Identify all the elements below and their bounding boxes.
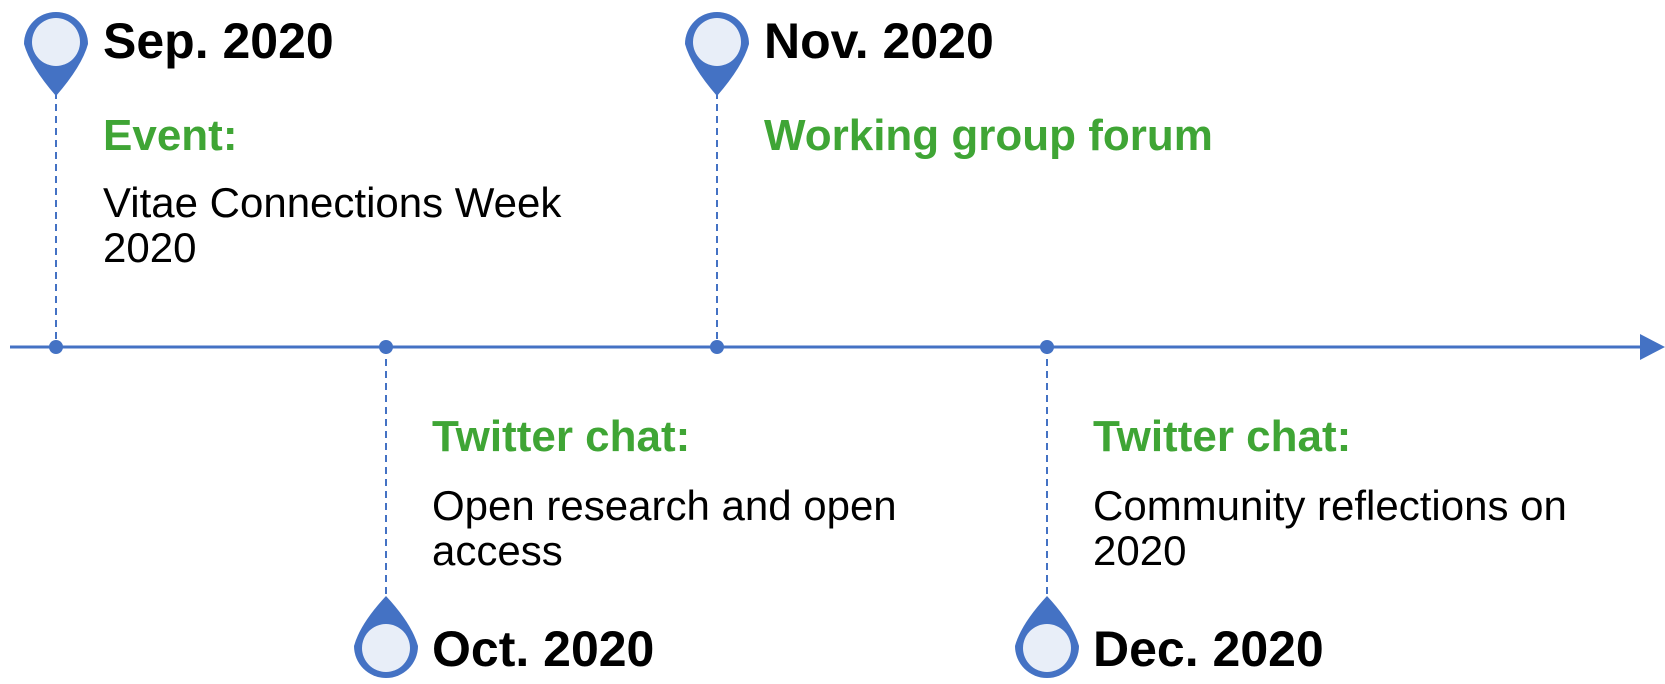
event-date-dec: Dec. 2020: [1093, 621, 1324, 677]
map-pin-icon: [1015, 596, 1079, 678]
map-pin-icon: [354, 596, 418, 678]
event-date-sep: Sep. 2020: [103, 13, 334, 69]
axis-dot-dec: [1040, 340, 1054, 354]
event-label-nov: Working group forum: [764, 111, 1213, 160]
event-description-sep: Vitae Connections Week 2020: [103, 179, 562, 272]
event-label-oct: Twitter chat:: [432, 412, 691, 461]
event-label-sep: Event:: [103, 111, 238, 160]
axis-arrowhead: [1640, 334, 1665, 360]
axis-dot-sep: [49, 340, 63, 354]
event-label-dec: Twitter chat:: [1093, 412, 1352, 461]
event-description-dec: Community reflections on 2020: [1093, 482, 1567, 575]
axis-dot-oct: [379, 340, 393, 354]
event-date-nov: Nov. 2020: [764, 13, 994, 69]
event-date-oct: Oct. 2020: [432, 621, 655, 677]
map-pin-icon: [24, 12, 88, 96]
event-description-oct: Open research and open access: [432, 482, 897, 575]
axis-dot-nov: [710, 340, 724, 354]
map-pin-icon: [685, 12, 749, 96]
